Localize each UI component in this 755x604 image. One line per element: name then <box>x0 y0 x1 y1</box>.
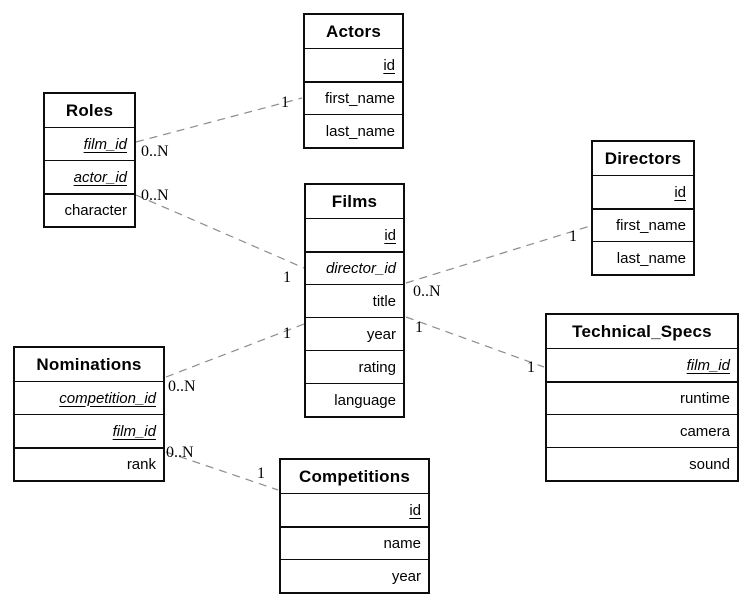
column-row: film_id <box>45 127 134 160</box>
column-row: competition_id <box>15 381 163 414</box>
column-row: sound <box>547 447 737 480</box>
entity-roles: Roles film_id actor_id character <box>43 92 136 228</box>
column-row: film_id <box>15 414 163 447</box>
entity-title: Competitions <box>281 460 428 493</box>
column-name: year <box>366 325 396 343</box>
column-row: first_name <box>593 208 693 241</box>
cardinality-label: 0..N <box>141 143 169 160</box>
column-name: film_id <box>112 422 156 440</box>
relationship-line-roles-films <box>135 194 305 269</box>
column-row: id <box>306 218 403 251</box>
column-row: first_name <box>305 81 402 114</box>
cardinality-label: 1 <box>569 228 577 245</box>
column-row: actor_id <box>45 160 134 193</box>
cardinality-label: 1 <box>415 319 423 336</box>
entity-name: Actors <box>325 21 382 41</box>
column-name: film_id <box>686 356 730 374</box>
entity-title: Films <box>306 185 403 218</box>
column-name: camera <box>679 422 730 440</box>
column-name: last_name <box>616 249 686 267</box>
cardinality-label: 1 <box>527 359 535 376</box>
relationship-line-films-technical-specs <box>405 316 545 368</box>
column-row: runtime <box>547 381 737 414</box>
column-row: last_name <box>593 241 693 274</box>
column-name: name <box>383 535 421 552</box>
column-row: camera <box>547 414 737 447</box>
column-name: id <box>674 183 686 201</box>
entity-name: Technical_Specs <box>572 321 712 341</box>
column-name: director_id <box>325 260 396 277</box>
relationship-line-nominations-films <box>165 323 305 378</box>
column-name: id <box>384 226 396 244</box>
entity-directors: Directors id first_name last_name <box>591 140 695 276</box>
column-row: year <box>281 559 428 592</box>
column-name: year <box>391 567 421 585</box>
column-row: character <box>45 193 134 226</box>
cardinality-label: 1 <box>283 325 291 342</box>
column-name: language <box>334 391 396 409</box>
entity-actors: Actors id first_name last_name <box>303 13 404 149</box>
entity-name: Nominations <box>36 354 142 374</box>
entity-title: Nominations <box>15 348 163 381</box>
entity-name: Directors <box>604 148 682 168</box>
cardinality-label: 0..N <box>413 283 441 300</box>
column-row: rank <box>15 447 163 480</box>
column-name: film_id <box>83 135 127 153</box>
entity-films: Films id director_id title year rating l… <box>304 183 405 418</box>
entity-title: Roles <box>45 94 134 127</box>
entity-name: Films <box>331 191 378 211</box>
entity-title: Actors <box>305 15 402 48</box>
column-name: runtime <box>679 390 730 407</box>
column-name: last_name <box>325 122 395 140</box>
column-name: rating <box>358 358 396 376</box>
cardinality-label: 0..N <box>166 444 194 461</box>
column-row: film_id <box>547 348 737 381</box>
column-name: character <box>64 202 127 219</box>
entity-nominations: Nominations competition_id film_id rank <box>13 346 165 482</box>
column-name: rank <box>126 456 156 473</box>
column-name: first_name <box>615 217 686 234</box>
cardinality-label: 1 <box>281 94 289 111</box>
column-row: language <box>306 383 403 416</box>
column-name: title <box>372 292 396 310</box>
column-row: director_id <box>306 251 403 284</box>
column-name: first_name <box>324 90 395 107</box>
column-row: id <box>305 48 402 81</box>
column-name: actor_id <box>73 168 127 186</box>
column-row: id <box>593 175 693 208</box>
column-row: name <box>281 526 428 559</box>
cardinality-label: 1 <box>283 269 291 286</box>
column-name: id <box>383 56 395 74</box>
entity-technical-specs: Technical_Specs film_id runtime camera s… <box>545 313 739 482</box>
column-row: title <box>306 284 403 317</box>
column-row: last_name <box>305 114 402 147</box>
relationship-line-films-directors <box>405 225 591 284</box>
cardinality-label: 0..N <box>168 378 196 395</box>
relationship-line-nominations-competitions <box>165 451 279 491</box>
column-row: rating <box>306 350 403 383</box>
entity-name: Roles <box>65 100 114 120</box>
cardinality-label: 0..N <box>141 187 169 204</box>
column-name: id <box>409 501 421 519</box>
relationship-line-roles-actors <box>135 97 303 143</box>
column-row: year <box>306 317 403 350</box>
column-row: id <box>281 493 428 526</box>
column-name: sound <box>689 455 730 473</box>
entity-title: Directors <box>593 142 693 175</box>
entity-title: Technical_Specs <box>547 315 737 348</box>
entity-competitions: Competitions id name year <box>279 458 430 594</box>
column-name: competition_id <box>59 389 156 407</box>
entity-name: Competitions <box>298 466 410 486</box>
cardinality-label: 1 <box>257 465 265 482</box>
